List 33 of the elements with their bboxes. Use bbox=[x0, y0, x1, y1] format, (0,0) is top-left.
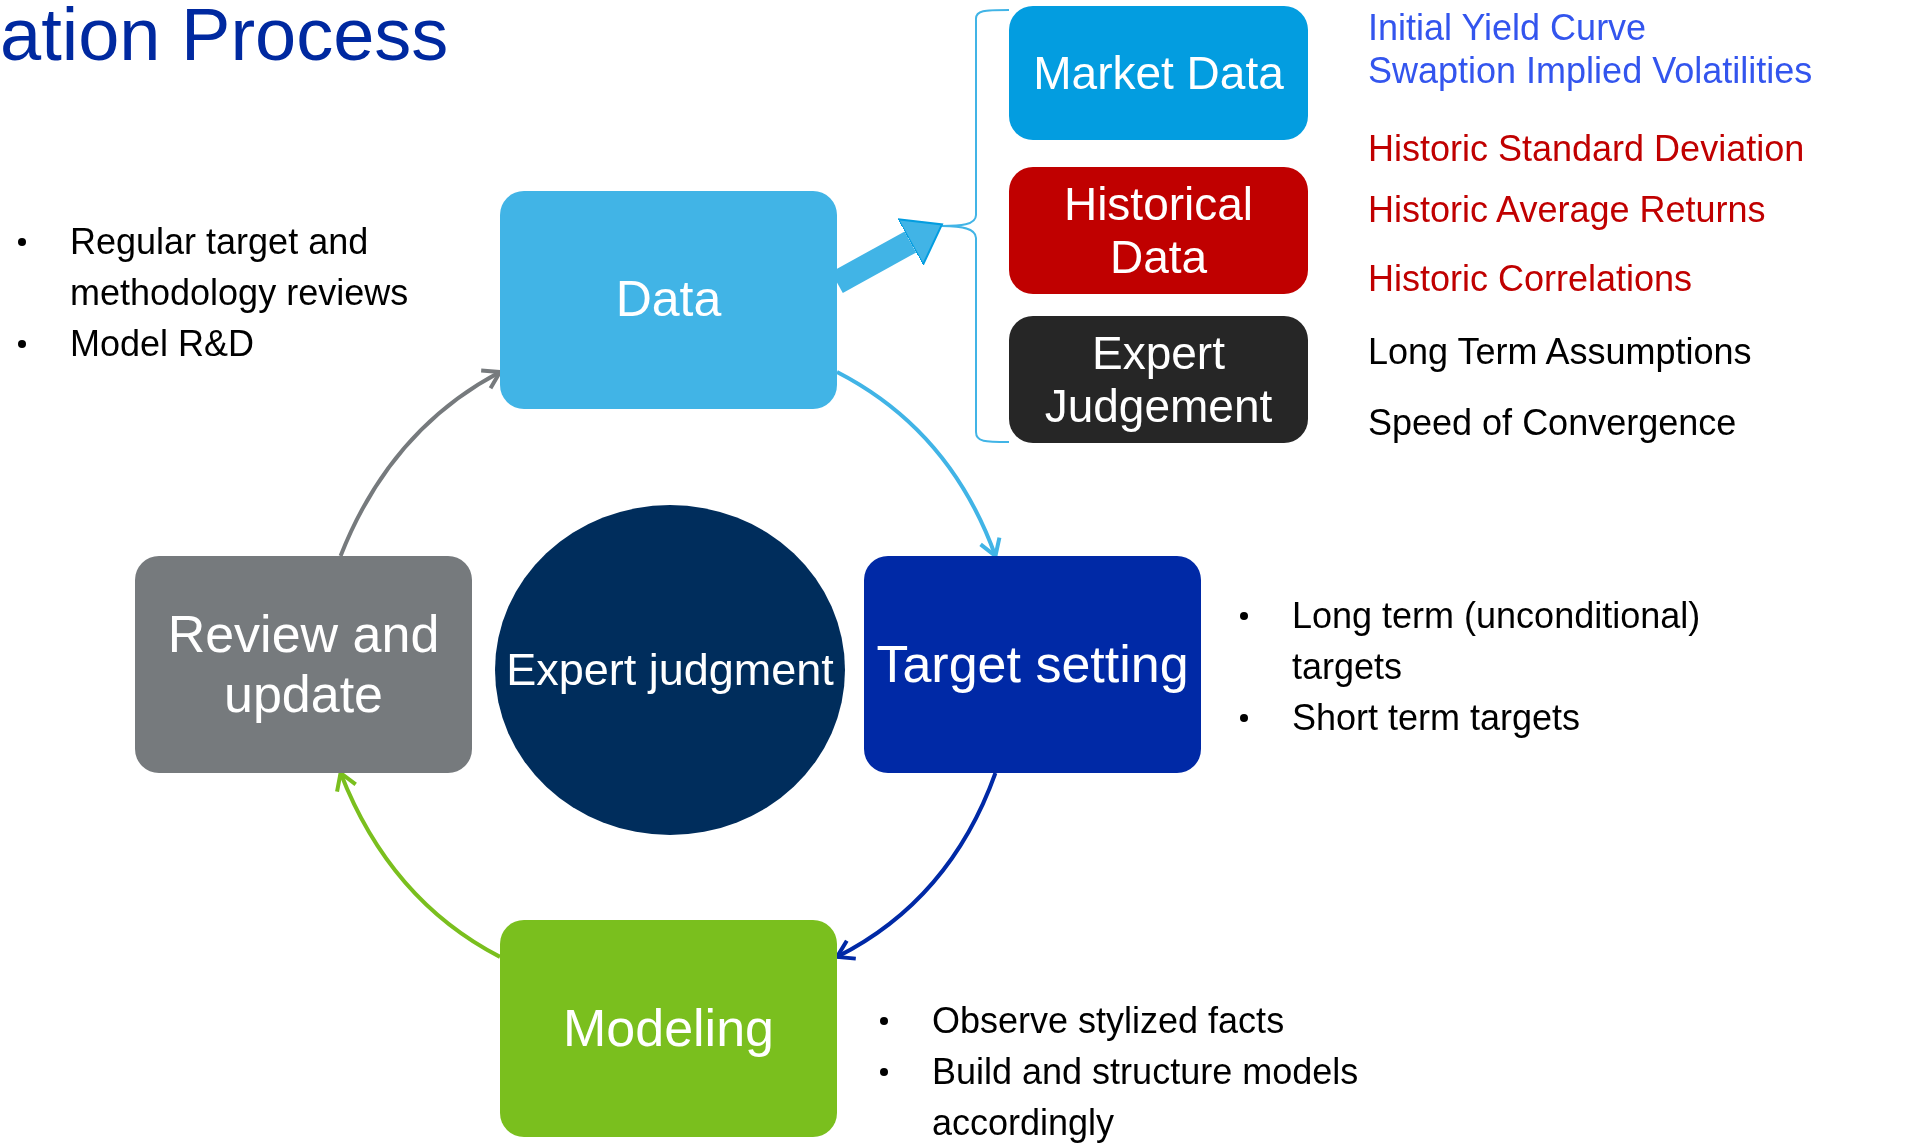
bullet-item: Observe stylized facts bbox=[880, 995, 1500, 1046]
curved-arrow bbox=[836, 370, 1001, 558]
node-label: Expert Judgement bbox=[1043, 326, 1274, 433]
rounded-box bbox=[1009, 6, 1308, 140]
bullet-item: Regular target and methodology reviews bbox=[18, 216, 488, 318]
node-label: Data bbox=[615, 271, 722, 329]
note-text: Speed of Convergence bbox=[1368, 401, 1738, 445]
bullet-item: Model R&D bbox=[18, 318, 488, 369]
node-label: Historical Data bbox=[1062, 177, 1255, 284]
rounded-box bbox=[500, 920, 837, 1137]
curved-arrow bbox=[338, 369, 502, 557]
rounded-box bbox=[1009, 167, 1308, 294]
node-label: Market Data bbox=[1033, 46, 1284, 100]
rounded-box bbox=[864, 556, 1201, 773]
note-text: Historic Average Returns bbox=[1368, 188, 1767, 232]
note-text: Swaption Implied Volatilities bbox=[1368, 49, 1814, 93]
rounded-box bbox=[135, 556, 472, 773]
title: ation Process bbox=[0, 0, 449, 76]
bullet-item: Short term targets bbox=[1240, 692, 1760, 743]
bullet-item: Long term (unconditional) targets bbox=[1240, 590, 1760, 692]
bullet-item: Build and structure models accordingly bbox=[880, 1046, 1500, 1148]
curved-arrow bbox=[835, 772, 998, 961]
node-label: Target setting bbox=[876, 634, 1189, 695]
node-label: Modeling bbox=[563, 998, 774, 1059]
node-label: Expert judgment bbox=[506, 644, 834, 696]
rounded-box bbox=[1009, 316, 1308, 443]
curved-arrow bbox=[335, 771, 501, 959]
node-label: Review and update bbox=[166, 604, 441, 725]
note-text: Historic Correlations bbox=[1368, 257, 1694, 301]
note-text: Long Term Assumptions bbox=[1368, 330, 1753, 374]
note-text: Initial Yield Curve bbox=[1368, 6, 1648, 50]
rounded-box bbox=[500, 191, 837, 409]
note-text: Historic Standard Deviation bbox=[1368, 127, 1806, 171]
